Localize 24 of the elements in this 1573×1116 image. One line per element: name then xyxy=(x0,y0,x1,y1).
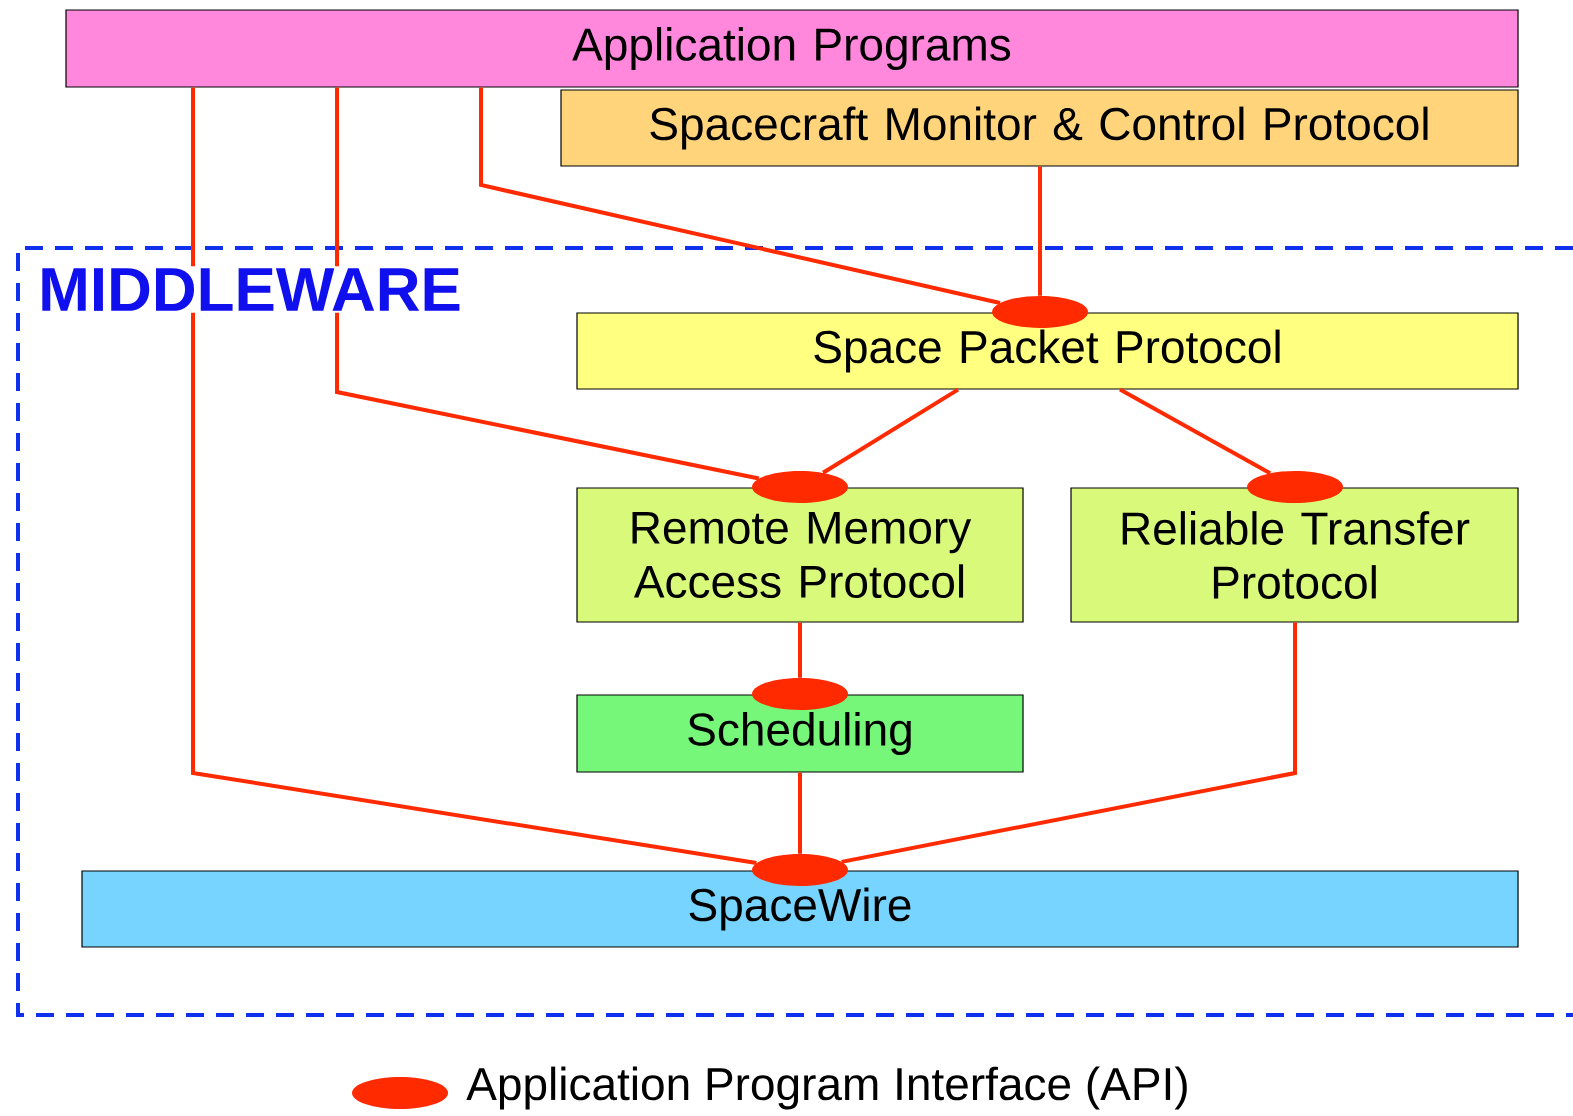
middleware-band xyxy=(16,246,1573,1017)
connector-line xyxy=(335,87,760,481)
layer-box: Application Programs xyxy=(65,9,1519,88)
connector-line xyxy=(798,772,802,854)
api-marker xyxy=(992,296,1088,328)
layer-box: Spacecraft Monitor & Control Protocol xyxy=(560,89,1519,167)
layer-box: Scheduling xyxy=(576,694,1024,773)
api-marker xyxy=(752,854,848,886)
connector-line xyxy=(479,87,1001,305)
api-marker xyxy=(752,471,848,503)
layer-box: Reliable Transfer Protocol xyxy=(1070,487,1519,623)
api-marker xyxy=(752,678,848,710)
legend-item: Application Program Interface (API) xyxy=(352,1066,1187,1110)
connector-line xyxy=(798,622,802,678)
layer-box: Remote Memory Access Protocol xyxy=(576,487,1024,623)
connector-line xyxy=(191,87,757,866)
connector-line xyxy=(822,387,960,475)
connector-line xyxy=(1038,166,1042,296)
layer-box: Space Packet Protocol xyxy=(576,312,1519,390)
connector-line xyxy=(841,622,1297,864)
connector-line xyxy=(1119,387,1272,475)
layer-box: SpaceWire xyxy=(81,870,1519,948)
api-marker xyxy=(1247,471,1343,503)
band-heading: MIDDLEWARE xyxy=(36,266,464,313)
